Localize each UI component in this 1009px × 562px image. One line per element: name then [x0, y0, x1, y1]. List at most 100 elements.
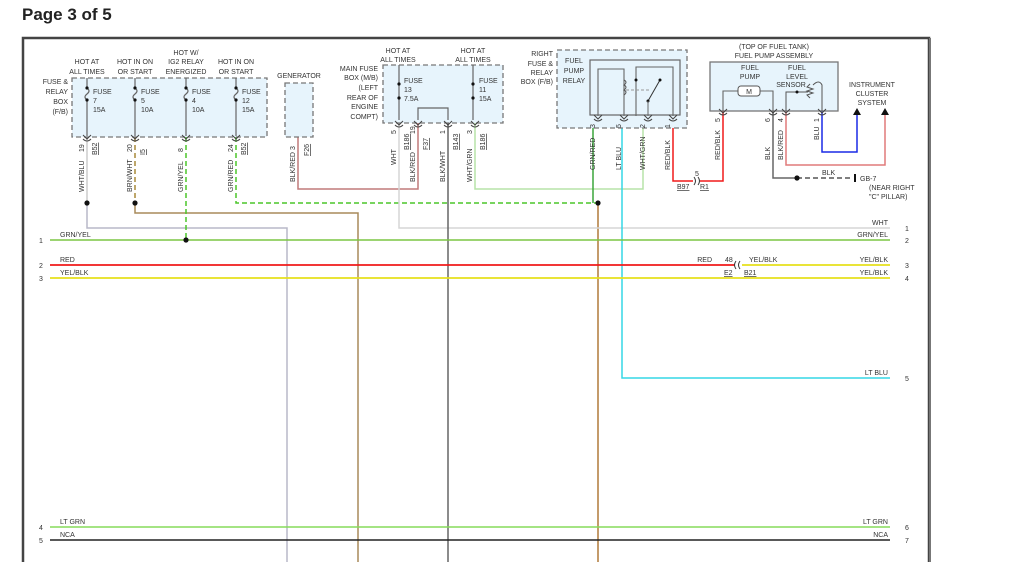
connector-pin-icon [82, 134, 92, 142]
label: HOT IN ON [117, 59, 153, 66]
label: B186 [480, 134, 487, 150]
wire-blk-red [297, 123, 419, 190]
label: I5 [140, 149, 147, 155]
svg-text:RED: RED [60, 257, 75, 264]
svg-text:YEL/BLK: YEL/BLK [60, 270, 89, 277]
label: 1 [440, 130, 447, 134]
fuse-icon [132, 78, 138, 136]
svg-text:PUMP: PUMP [564, 68, 585, 75]
label: 3 [467, 130, 474, 134]
label: B186 [404, 134, 411, 150]
wire-blk-red-cluster [785, 111, 886, 166]
label: OR START [219, 69, 254, 76]
connector-pin-icon [768, 108, 778, 116]
connector-pin-icon [781, 108, 791, 116]
svg-text:BLK/RED: BLK/RED [290, 152, 297, 182]
svg-text:FUSE &: FUSE & [528, 61, 554, 68]
label: HOT AT [75, 59, 100, 66]
svg-text:LT BLU: LT BLU [865, 370, 888, 377]
svg-text:FUEL: FUEL [741, 65, 759, 72]
svg-text:MAIN FUSE: MAIN FUSE [340, 66, 378, 73]
fuse-icon [183, 78, 189, 136]
wire-grn-red [235, 137, 598, 204]
connector-pin-icon [643, 114, 653, 122]
svg-text:INSTRUMENT: INSTRUMENT [849, 82, 896, 89]
svg-text:NCA: NCA [873, 532, 888, 539]
label: 24 [228, 144, 235, 152]
wire-label: WHT/BLU [79, 161, 86, 193]
svg-text:YEL/BLK: YEL/BLK [860, 270, 889, 277]
svg-text:ALL TIMES: ALL TIMES [455, 57, 491, 64]
main-fuse-pins: 5B186WHT19F37BLK/RED1B143BLK/WHT3B186WHT… [391, 120, 487, 182]
wire-label: WHT [391, 148, 398, 165]
svg-text:SYSTEM: SYSTEM [858, 100, 887, 107]
wire-label: BRN/WHT [127, 159, 134, 192]
label: 19 [79, 144, 86, 152]
svg-text:(NEAR RIGHT: (NEAR RIGHT [869, 185, 915, 192]
wire-blu [821, 111, 858, 153]
label: 4 [778, 118, 785, 122]
wire-wht [398, 123, 890, 229]
label: 19 [410, 126, 417, 134]
label: 5 [616, 124, 623, 128]
svg-text:NCA: NCA [60, 532, 75, 539]
svg-text:RELAY: RELAY [563, 78, 586, 85]
wire-brn-wht-run [134, 203, 359, 562]
svg-text:48: 48 [725, 257, 733, 264]
connector-pin-icon [130, 134, 140, 142]
svg-text:HOT AT: HOT AT [386, 48, 411, 55]
svg-text:4: 4 [39, 525, 43, 532]
label: FUSE [141, 89, 160, 96]
svg-text:13: 13 [404, 87, 412, 94]
label: 15A [93, 107, 106, 114]
svg-text:HOT AT: HOT AT [461, 48, 486, 55]
wire-lt-blu [621, 128, 890, 379]
wire-label: GRN/RED [590, 138, 597, 170]
svg-text:BLK: BLK [822, 170, 836, 177]
svg-text:FUSE &: FUSE & [43, 79, 69, 86]
wire-label: GRN/YEL [178, 161, 185, 192]
svg-text:FUSE: FUSE [404, 78, 423, 85]
fuel-pump-relay-box: RIGHT FUSE & RELAY BOX (F/B) FUEL PUMP R… [521, 49, 688, 129]
svg-text:2: 2 [905, 238, 909, 245]
svg-text:11: 11 [479, 87, 486, 94]
label: 7 [93, 98, 97, 105]
svg-text:5: 5 [695, 171, 699, 178]
svg-text:FUEL PUMP ASSEMBLY: FUEL PUMP ASSEMBLY [735, 53, 814, 60]
svg-text:GB-7: GB-7 [860, 176, 876, 183]
svg-text:3: 3 [905, 263, 909, 270]
svg-text:F26: F26 [304, 144, 311, 156]
svg-text:(TOP OF FUEL TANK): (TOP OF FUEL TANK) [739, 44, 809, 51]
svg-text:PUMP: PUMP [740, 74, 761, 81]
svg-text:B21: B21 [744, 270, 757, 277]
svg-text:FUEL: FUEL [788, 65, 806, 72]
svg-text:3: 3 [39, 276, 43, 283]
page-indicator: Page 3 of 5 [22, 5, 112, 24]
svg-text:LT GRN: LT GRN [60, 519, 85, 526]
connector-pin-icon [668, 114, 678, 122]
label: 15A [242, 107, 255, 114]
motor-icon [737, 85, 761, 97]
svg-text:"C" PILLAR): "C" PILLAR) [869, 194, 907, 201]
svg-text:BOX (M/B): BOX (M/B) [344, 75, 378, 82]
svg-text:3: 3 [290, 146, 297, 150]
svg-text:E2: E2 [724, 270, 733, 277]
label: B52 [92, 142, 99, 155]
label: 20 [127, 144, 134, 152]
svg-text:1: 1 [905, 226, 909, 233]
svg-text:R1: R1 [700, 184, 709, 191]
label: ALL TIMES [69, 69, 105, 76]
connector-pin-icon [718, 108, 728, 116]
label: HOT IN ON [218, 59, 254, 66]
label: 5 [141, 98, 145, 105]
svg-text:YEL/BLK: YEL/BLK [860, 257, 889, 264]
svg-text:RELAY: RELAY [46, 89, 69, 96]
label: FUSE [242, 89, 261, 96]
svg-text:1: 1 [39, 238, 43, 245]
wire-label: WHT/GRN [467, 149, 474, 182]
main-fuse-box: MAIN FUSE BOX (M/B) (LEFT REAR OF ENGINE… [340, 48, 504, 124]
label: OR START [118, 69, 153, 76]
